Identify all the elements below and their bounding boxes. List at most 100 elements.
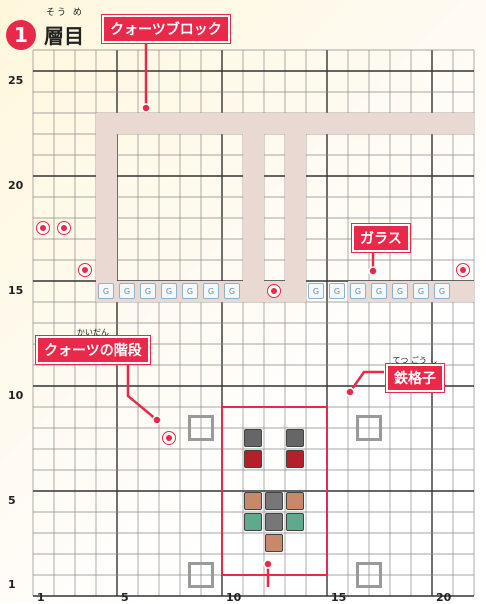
glass-block-icon: G <box>308 283 324 299</box>
quartz-block-cell <box>285 155 306 176</box>
quartz-block-cell <box>96 218 117 239</box>
quartz-block-cell <box>285 239 306 260</box>
x-axis-label: 20 <box>436 591 452 604</box>
quartz-block-cell <box>390 113 411 134</box>
iron-bars-icon <box>356 415 382 441</box>
glass-block-icon: G <box>119 283 135 299</box>
callout-quartz-stairs-label: クォーツの階段 <box>44 343 142 359</box>
quartz-stairs-icon <box>57 221 71 235</box>
quartz-block-cell <box>369 113 390 134</box>
glass-block-icon: G <box>182 283 198 299</box>
quartz-block-cell <box>180 113 201 134</box>
x-axis-label: 15 <box>331 591 347 604</box>
callout-iron-bars: てつ ごう し 鉄格子 <box>386 356 444 392</box>
y-axis-label: 1 <box>8 578 16 591</box>
callout-iron-bars-label: 鉄格子 <box>394 371 436 387</box>
callout-glass: ガラス <box>352 224 410 252</box>
floor-title: 層目 <box>44 24 84 48</box>
quartz-block-cell <box>285 113 306 134</box>
leader-iron-bars-dot <box>345 387 355 397</box>
quartz-block-cell <box>96 176 117 197</box>
glass-block-icon: G <box>434 283 450 299</box>
mechanism-highlight-frame <box>221 406 328 576</box>
quartz-stairs-icon <box>456 263 470 277</box>
iron-bars-icon <box>188 415 214 441</box>
redstone-component-icon <box>244 429 262 447</box>
quartz-block-cell <box>159 113 180 134</box>
glass-block-icon: G <box>224 283 240 299</box>
y-axis-label: 10 <box>8 389 24 402</box>
quartz-block-cell <box>96 155 117 176</box>
quartz-block-cell <box>264 113 285 134</box>
quartz-block-cell <box>243 155 264 176</box>
leader-quartz-stairs-dot <box>152 415 162 425</box>
quartz-block-cell <box>327 113 348 134</box>
redstone-component-icon <box>286 492 304 510</box>
floor-title-ruby: そう め <box>46 8 84 18</box>
quartz-block-cell <box>306 113 327 134</box>
y-axis-label: 25 <box>8 74 24 87</box>
glass-block-icon: G <box>392 283 408 299</box>
redstone-component-icon <box>265 513 283 531</box>
quartz-block-cell <box>96 197 117 218</box>
callout-iron-bars-ruby: てつ ごう し <box>392 356 438 365</box>
leader-mechanism-dot <box>263 559 273 569</box>
floor-number-badge: 1 <box>6 20 36 50</box>
quartz-block-cell <box>243 176 264 197</box>
quartz-block-cell <box>138 113 159 134</box>
quartz-block-cell <box>117 113 138 134</box>
quartz-block-cell <box>453 113 474 134</box>
quartz-block-cell <box>285 176 306 197</box>
quartz-block-cell <box>96 260 117 281</box>
y-axis-label: 5 <box>8 494 16 507</box>
quartz-block-cell <box>243 281 264 302</box>
callout-quartz-stairs: かいだん クォーツの階段 <box>36 328 150 364</box>
quartz-stairs-icon <box>78 263 92 277</box>
leader-quartz-block-dot <box>141 103 151 113</box>
y-axis-label: 15 <box>8 284 24 297</box>
redstone-component-icon <box>244 513 262 531</box>
x-axis-label: 10 <box>226 591 242 604</box>
quartz-stairs-icon <box>267 284 281 298</box>
quartz-stairs-icon <box>36 221 50 235</box>
quartz-block-cell <box>243 197 264 218</box>
glass-block-icon: G <box>140 283 156 299</box>
redstone-component-icon <box>286 513 304 531</box>
callout-glass-label: ガラス <box>360 231 402 247</box>
redstone-component-icon <box>286 429 304 447</box>
callout-quartz-block-label: クォーツブロック <box>110 22 222 38</box>
glass-block-icon: G <box>329 283 345 299</box>
quartz-block-cell <box>432 113 453 134</box>
glass-block-icon: G <box>98 283 114 299</box>
glass-block-icon: G <box>413 283 429 299</box>
quartz-block-cell <box>243 134 264 155</box>
quartz-block-cell <box>453 281 474 302</box>
quartz-block-cell <box>285 260 306 281</box>
leader-quartz-stairs <box>126 356 158 421</box>
quartz-block-cell <box>285 218 306 239</box>
quartz-block-cell <box>243 239 264 260</box>
quartz-block-cell <box>201 113 222 134</box>
quartz-block-cell <box>222 113 243 134</box>
header: 1 そう め 層目 <box>0 0 486 50</box>
quartz-block-cell <box>96 134 117 155</box>
leader-iron-bars <box>348 370 384 393</box>
iron-bars-icon <box>188 562 214 588</box>
redstone-component-icon <box>286 450 304 468</box>
quartz-block-cell <box>243 260 264 281</box>
quartz-block-cell <box>411 113 432 134</box>
redstone-component-icon <box>244 450 262 468</box>
x-axis-label: 1 <box>37 591 45 604</box>
glass-block-icon: G <box>350 283 366 299</box>
quartz-block-cell <box>96 239 117 260</box>
glass-block-icon: G <box>203 283 219 299</box>
redstone-component-icon <box>244 492 262 510</box>
iron-bars-icon <box>356 562 382 588</box>
quartz-block-cell <box>243 113 264 134</box>
quartz-block-cell <box>285 197 306 218</box>
glass-block-icon: G <box>161 283 177 299</box>
leader-glass-dot <box>368 266 378 276</box>
callout-stairs-ruby: かいだん <box>76 328 109 337</box>
redstone-component-icon <box>265 534 283 552</box>
glass-block-icon: G <box>371 283 387 299</box>
